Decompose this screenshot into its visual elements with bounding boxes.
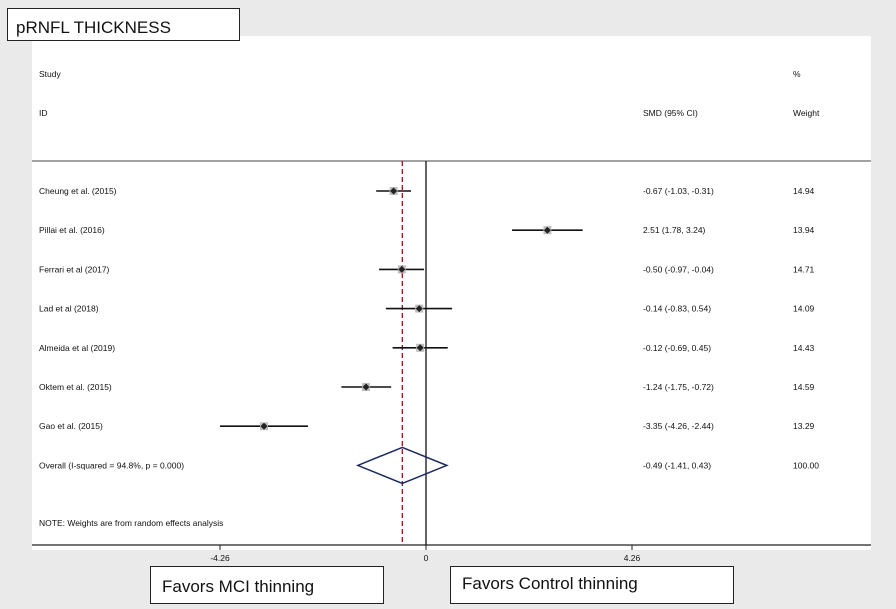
header-smd: SMD (95% CI) bbox=[643, 108, 698, 118]
study-label: Gao et al. (2015) bbox=[39, 421, 103, 431]
ci-text: -0.12 (-0.69, 0.45) bbox=[643, 343, 711, 353]
weight-text: 14.71 bbox=[793, 264, 815, 274]
overall-label: Overall (I-squared = 94.8%, p = 0.000) bbox=[39, 460, 184, 470]
weight-text: 13.94 bbox=[793, 225, 815, 235]
ci-text: -1.24 (-1.75, -0.72) bbox=[643, 382, 714, 392]
weight-text: 14.59 bbox=[793, 382, 815, 392]
weight-text: 14.09 bbox=[793, 304, 815, 314]
study-label: Pillai et al. (2016) bbox=[39, 225, 105, 235]
x-tick-label: 0 bbox=[424, 553, 429, 563]
point-estimate bbox=[543, 226, 551, 234]
overall-ci-text: -0.49 (-1.41, 0.43) bbox=[643, 460, 711, 470]
point-estimate bbox=[390, 187, 398, 195]
plot-area bbox=[32, 36, 871, 550]
study-label: Cheung et al. (2015) bbox=[39, 186, 117, 196]
study-label: Almeida et al (2019) bbox=[39, 343, 115, 353]
weight-text: 13.29 bbox=[793, 421, 815, 431]
footnote: NOTE: Weights are from random effects an… bbox=[39, 518, 223, 528]
header-weight: Weight bbox=[793, 108, 820, 118]
point-estimate bbox=[415, 305, 423, 313]
favors-mci-label: Favors MCI thinning bbox=[150, 566, 384, 604]
ci-text: -0.14 (-0.83, 0.54) bbox=[643, 304, 711, 314]
study-label: Ferrari et al (2017) bbox=[39, 264, 110, 274]
point-estimate bbox=[416, 344, 424, 352]
favors-control-label: Favors Control thinning bbox=[450, 566, 734, 604]
header-study: Study bbox=[39, 69, 61, 79]
study-label: Oktem et al. (2015) bbox=[39, 382, 112, 392]
weight-text: 14.94 bbox=[793, 186, 815, 196]
ci-text: -0.50 (-0.97, -0.04) bbox=[643, 264, 714, 274]
ci-text: -0.67 (-1.03, -0.31) bbox=[643, 186, 714, 196]
ci-text: -3.35 (-4.26, -2.44) bbox=[643, 421, 714, 431]
point-estimate bbox=[362, 383, 370, 391]
point-estimate bbox=[260, 422, 268, 430]
ci-text: 2.51 (1.78, 3.24) bbox=[643, 225, 706, 235]
point-estimate bbox=[398, 265, 406, 273]
header-weight-percent: % bbox=[793, 69, 801, 79]
overall-diamond bbox=[355, 446, 449, 485]
overall-weight-text: 100.00 bbox=[793, 460, 819, 470]
header-id: ID bbox=[39, 108, 48, 118]
study-label: Lad et al (2018) bbox=[39, 304, 99, 314]
x-tick-label: 4.26 bbox=[624, 553, 641, 563]
x-tick-label: -4.26 bbox=[210, 553, 230, 563]
chart-title: pRNFL THICKNESS bbox=[7, 8, 240, 41]
weight-text: 14.43 bbox=[793, 343, 815, 353]
